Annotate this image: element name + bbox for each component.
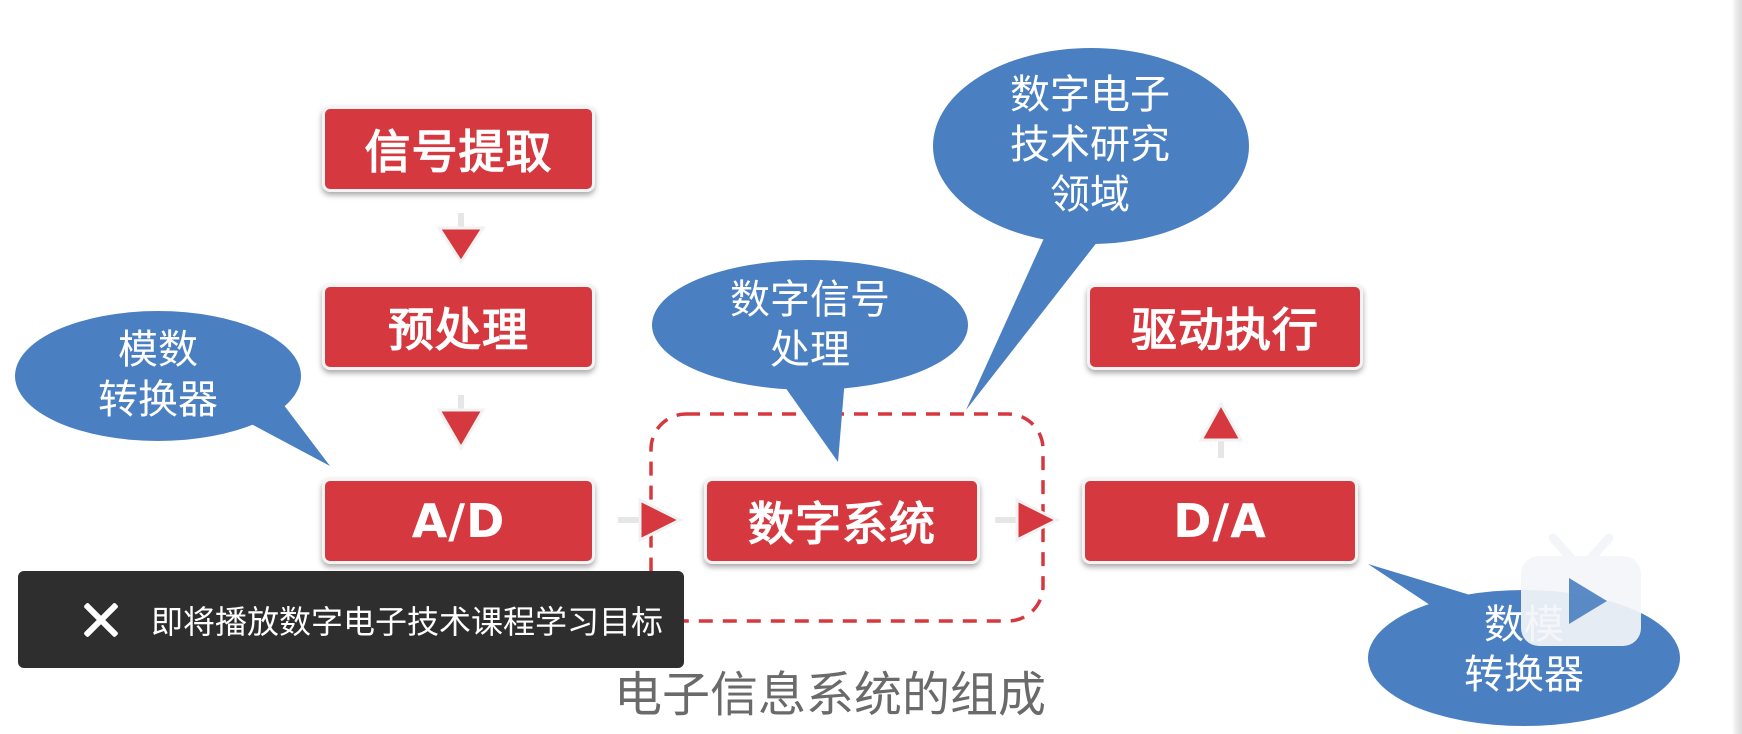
diagram-caption: 电子信息系统的组成 [613,667,1046,723]
arrow-down-2 [436,395,486,451]
arrow-down-1 [436,213,486,265]
box-signal-extract: 信号提取 [322,106,595,192]
box-ad: A/D [322,478,595,564]
toast-text: 即将播放数字电子技术课程学习目标 [151,602,664,641]
box-preprocess: 预处理 [322,284,595,370]
box-drive-execute: 驱动执行 [1087,284,1363,370]
box-da: D/A [1082,478,1358,564]
bubble-adc-text: 模数 转换器 [98,327,218,423]
arrow-right-1 [618,497,684,543]
arrow-right-2 [995,497,1061,543]
bilibili-play-icon[interactable] [1515,528,1647,650]
right-edge-shade [1732,0,1742,734]
close-icon[interactable] [76,595,126,645]
bubble-dsp [652,260,968,462]
bubble-field [933,48,1249,410]
bubble-dsp-text: 数字信号 处理 [730,277,890,373]
bubble-field-text: 数字电子 技术研究 领域 [1010,72,1170,218]
next-video-toast: 即将播放数字电子技术课程学习目标 [18,571,684,668]
box-digital-system: 数字系统 [704,478,980,564]
arrow-up [1198,400,1244,458]
bubble-adc [15,311,330,466]
